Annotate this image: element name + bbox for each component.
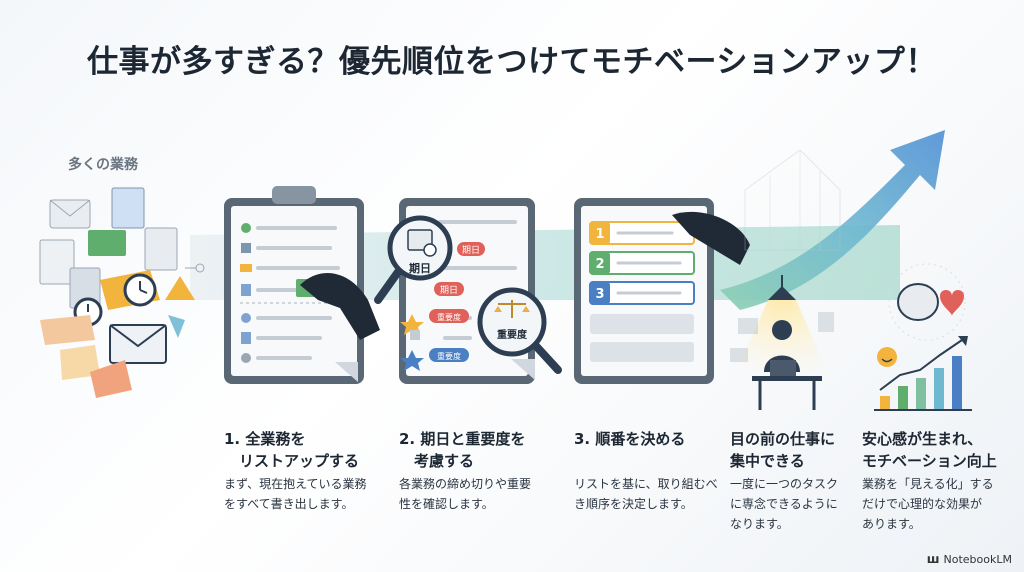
focus-desc: 一度に一つのタスク に専念できるように なります。 (730, 477, 839, 531)
magnifier-label: 期日 (409, 261, 431, 275)
envelope-icon (90, 360, 132, 398)
document-icon (241, 284, 251, 296)
folder-icon (88, 230, 126, 256)
bar-icon (952, 356, 962, 410)
motivation-desc: 業務を「見える化」する だけで心理的な効果が あります。 (862, 477, 994, 531)
rank-number: 1 (595, 227, 604, 242)
person-icon (772, 320, 792, 340)
tag-label: 重要度 (437, 351, 461, 361)
lamp-icon (768, 286, 796, 300)
warning-icon (165, 276, 195, 300)
smiley-icon (877, 347, 897, 367)
envelope-icon (240, 264, 252, 272)
document-icon (111, 187, 145, 229)
brain-icon (897, 283, 939, 321)
brand-watermark: ꟺ NotebookLM (927, 552, 1012, 566)
bar-icon (916, 378, 926, 410)
tag-label: 重要度 (437, 312, 461, 322)
growth-arrow-icon (720, 130, 945, 310)
hand-icon (300, 273, 380, 340)
step-3-desc: リストを基に、取り組むべ き順序を決定します。 (574, 477, 718, 511)
document-icon (144, 227, 178, 271)
envelope-icon (49, 199, 91, 229)
clipboard-ranked-list (574, 198, 750, 384)
tag-label: 期日 (440, 285, 458, 296)
desk-icon (752, 376, 822, 381)
clock-icon (241, 313, 251, 323)
bar-icon (934, 368, 944, 410)
document-icon (241, 332, 251, 344)
notebooklm-icon: ꟺ (926, 552, 940, 566)
heart-icon (940, 290, 964, 316)
clipboard-task-list (224, 186, 380, 384)
bar-icon (898, 386, 908, 410)
bar-icon (880, 396, 890, 410)
rank-number: 3 (595, 287, 604, 302)
tag-label: 期日 (462, 245, 480, 256)
step-3-title: 3. 順番を決める (574, 430, 686, 448)
motivation-scene (874, 263, 972, 411)
magnifier-icon (477, 287, 547, 357)
step-2-title: 2. 期日と重要度を 考慮する (399, 430, 526, 470)
calendar-icon (241, 243, 251, 253)
clipboard-priority-check (374, 198, 562, 384)
star-icon (400, 350, 424, 371)
scattered-tasks-cluster (39, 187, 205, 398)
focused-worker-scene (730, 149, 841, 410)
document-icon (39, 239, 75, 285)
checkbox-icon (410, 330, 420, 340)
person-icon (241, 223, 251, 233)
rank-number: 2 (595, 257, 604, 272)
magnifier-label: 重要度 (497, 328, 528, 341)
focus-title: 目の前の仕事に 集中できる (730, 430, 836, 470)
step-1-desc: まず、現在抱えている業務 をすべて書き出します。 (224, 477, 367, 511)
laptop-icon (770, 360, 796, 376)
clipboard2-tags: 期日 期日 重要度 重要度 (429, 242, 485, 362)
hand-icon (672, 211, 750, 265)
star-icon (400, 314, 424, 335)
folder-icon (60, 345, 100, 380)
clipboard-clip-icon (272, 186, 316, 204)
step-2-desc: 各業務の締め切りや重要 性を確認します。 (399, 477, 532, 511)
many-tasks-label: 多くの業務 (68, 157, 138, 173)
step-1-title: 1. 全業務を リストアップする (224, 430, 360, 470)
brand-label: NotebookLM (943, 552, 1012, 566)
motivation-title: 安心感が生まれ、 モチベーション向上 (862, 430, 997, 470)
folder-icon (40, 315, 95, 345)
page-title: 仕事が多すぎる？優先順位をつけてモチベーションアップ！ (87, 44, 937, 80)
